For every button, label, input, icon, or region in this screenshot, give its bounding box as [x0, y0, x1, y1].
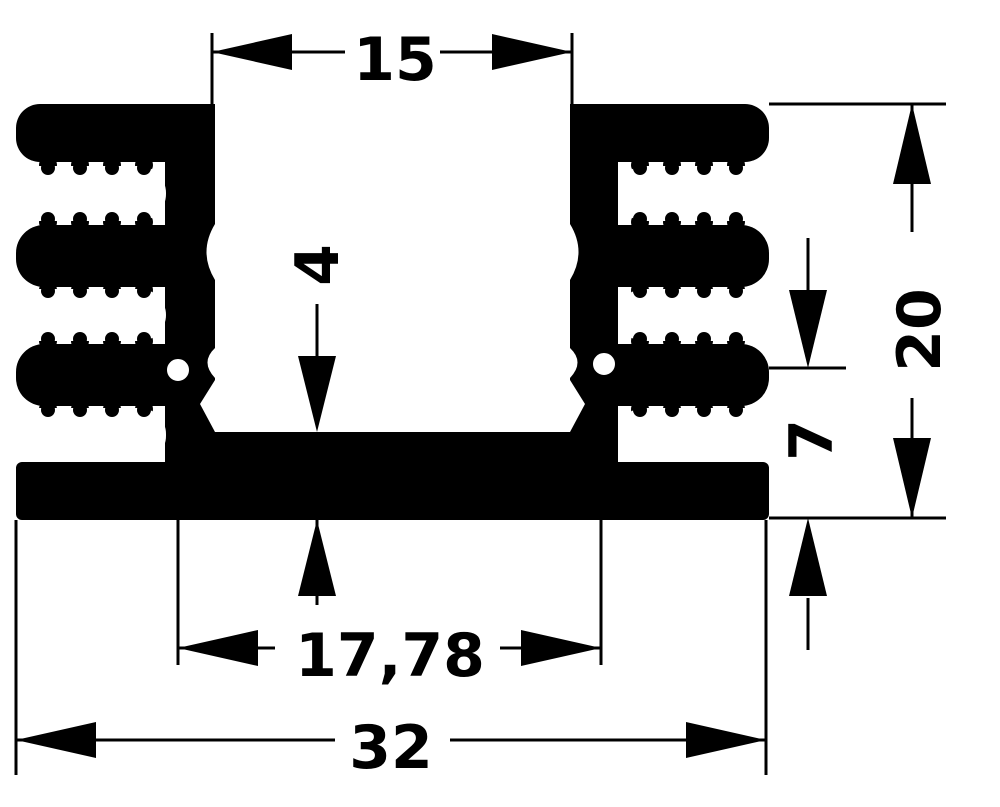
dim-pin-spacing: 17,78 — [178, 621, 601, 691]
channel-floor — [165, 432, 618, 472]
channel-notches — [200, 224, 585, 432]
dim-label-top-opening: 15 — [353, 25, 437, 95]
right-fin-3 — [570, 344, 769, 406]
right-fin-1 — [570, 104, 769, 162]
dim-top-opening: 15 — [212, 25, 572, 95]
dim-label-base-thickness: 4 — [283, 244, 353, 286]
left-fin-2 — [16, 225, 216, 287]
left-fin-1 — [16, 104, 216, 162]
dim-overall-width: 32 — [16, 713, 766, 783]
heatsink-profile — [16, 30, 769, 520]
dim-label-pin-spacing: 17,78 — [295, 621, 485, 691]
dim-label-overall-width: 32 — [349, 713, 433, 783]
dim-label-clip-height: 7 — [777, 419, 847, 461]
extension-lines — [14, 33, 946, 775]
right-fin-2 — [570, 225, 769, 287]
clip-holes — [166, 352, 616, 382]
dim-overall-height: 20 — [885, 104, 955, 518]
fin-slots — [16, 166, 769, 462]
dim-clip-height: 7 — [777, 238, 847, 650]
base-plate — [16, 462, 769, 520]
dim-label-overall-height: 20 — [885, 288, 955, 372]
channel-opening — [215, 30, 570, 432]
left-fin-3 — [16, 344, 216, 406]
dim-base-thickness: 4 — [283, 244, 353, 605]
